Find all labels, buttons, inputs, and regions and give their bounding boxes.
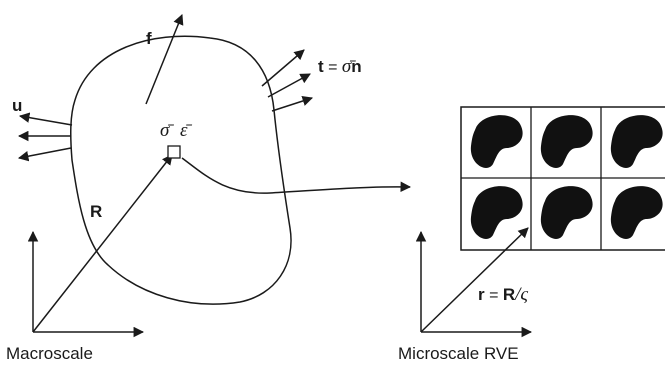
- traction-arrow-1: [261, 49, 305, 87]
- r-slash-zeta: /ς: [514, 284, 528, 305]
- displacement-arrow-1: [18, 112, 73, 126]
- traction-eq: =: [324, 59, 342, 76]
- traction-arrow-2: [267, 73, 311, 98]
- label-u: u: [12, 96, 22, 115]
- caption-microscale: Microscale RVE: [398, 344, 519, 363]
- inclusion-3: [610, 115, 663, 168]
- label-sigma-bar: σ̄: [160, 120, 174, 141]
- inclusion-1: [470, 115, 523, 168]
- traction-n: n: [351, 57, 361, 76]
- displacement-arrow-3: [17, 147, 72, 162]
- r-eq: =: [485, 287, 503, 304]
- caption-macroscale: Macroscale: [6, 344, 93, 363]
- traction-t: t: [318, 57, 324, 76]
- inclusion-6: [610, 186, 663, 239]
- inclusion-2: [540, 115, 593, 168]
- label-f: f: [146, 29, 152, 48]
- inclusion-4: [470, 186, 523, 239]
- traction-arrow-3: [271, 95, 313, 112]
- body-force-arrow: [145, 14, 184, 105]
- label-R: R: [90, 202, 102, 221]
- position-vector-R: [32, 154, 173, 333]
- micro-equation: r = R/ς: [478, 284, 528, 305]
- micro-position-vector-r: [420, 227, 529, 333]
- traction-equation: t = σ̄n: [318, 56, 362, 77]
- inclusion-5: [540, 186, 593, 239]
- rve-grid: [460, 106, 665, 251]
- r-R: R: [503, 285, 515, 304]
- scale-link-arrow: [181, 157, 412, 194]
- material-point: [167, 145, 181, 159]
- macro-body: [70, 35, 292, 305]
- label-epsilon-bar: ε̄: [180, 120, 192, 141]
- r-var: r: [478, 285, 485, 304]
